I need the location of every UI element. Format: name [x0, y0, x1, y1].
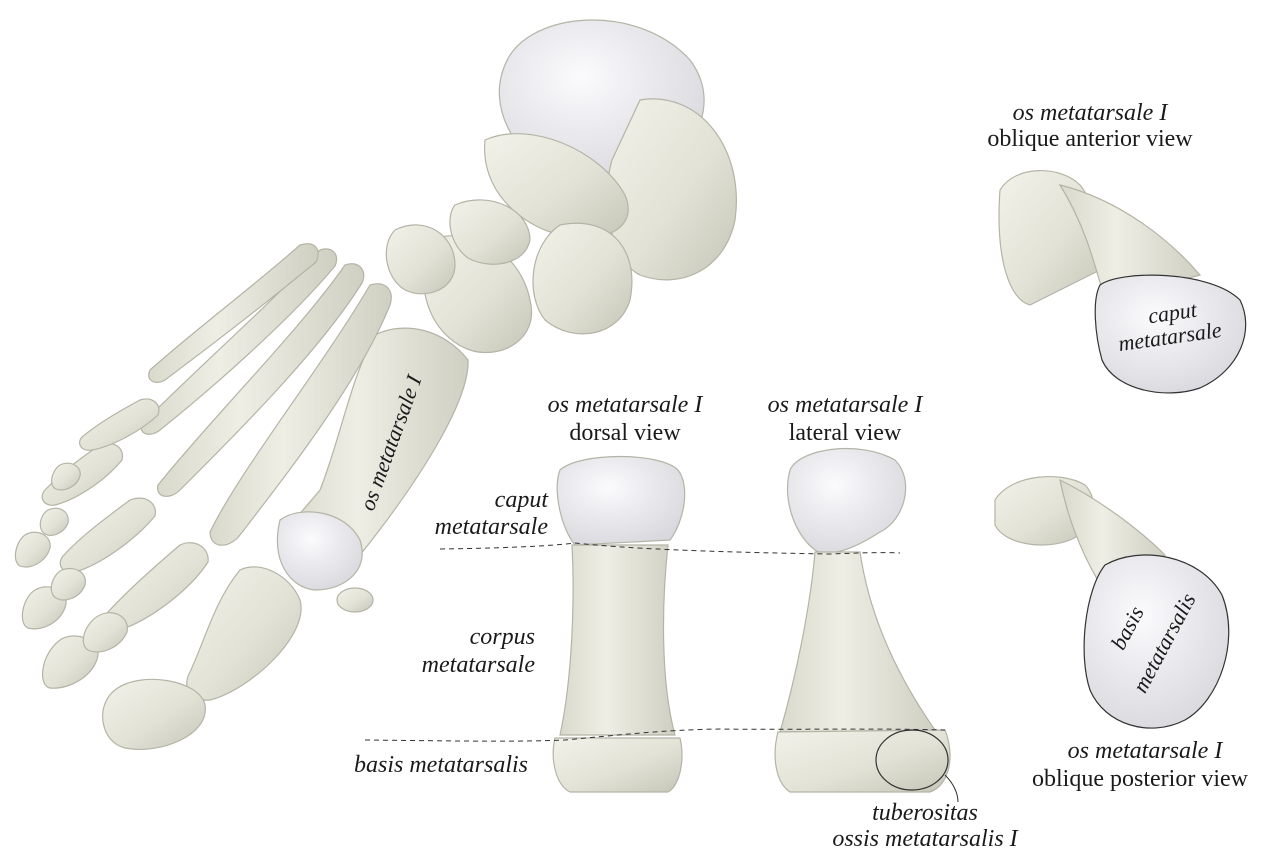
tuberositas-label-line2: ossis metatarsalis I	[810, 826, 1040, 852]
oblique-anterior-name: os metatarsale I	[990, 100, 1190, 126]
lateral-shaft	[780, 552, 935, 732]
dorsal-name: os metatarsale I	[530, 392, 720, 418]
phalanx-middle-III	[51, 568, 85, 599]
lateral-head	[788, 449, 906, 554]
sesamoid-bone	[337, 588, 373, 612]
oblique-anterior-view: oblique anterior view	[960, 126, 1220, 152]
oblique-anterior-bone	[999, 171, 1246, 393]
cuneiform-intermediate	[386, 225, 455, 294]
tuberositas-leader-line	[945, 775, 958, 802]
tuberositas-label-line1: tuberositas	[830, 800, 1020, 826]
lateral-base	[775, 730, 950, 792]
cuboid-bone	[533, 223, 632, 334]
caput-label-line2: metatarsale	[400, 514, 548, 540]
corpus-label-line1: corpus	[420, 624, 535, 650]
dorsal-view: dorsal view	[530, 420, 720, 446]
lateral-view: lateral view	[750, 420, 940, 446]
lateral-name: os metatarsale I	[750, 392, 940, 418]
phalanx-proximal-V	[80, 399, 159, 450]
oblique-posterior-name: os metatarsale I	[1045, 738, 1245, 764]
lateral-view-bone	[775, 449, 950, 792]
phalanx-middle-II	[83, 613, 127, 652]
dorsal-head	[557, 457, 685, 546]
basis-label: basis metatarsalis	[354, 752, 528, 778]
phalanx-distal-IV	[15, 532, 50, 567]
dorsal-view-bone	[553, 457, 684, 793]
caput-label-line1: caput	[420, 487, 548, 513]
phalanx-proximal-I	[187, 567, 301, 700]
phalanx-distal-I	[103, 679, 206, 749]
phalanx-proximal-III	[60, 498, 155, 572]
corpus-label-line2: metatarsale	[400, 652, 535, 678]
oblique-posterior-view: oblique posterior view	[1020, 766, 1260, 792]
dorsal-base	[553, 738, 682, 792]
phalanx-middle-IV	[40, 508, 68, 535]
dorsal-shaft	[560, 545, 675, 735]
